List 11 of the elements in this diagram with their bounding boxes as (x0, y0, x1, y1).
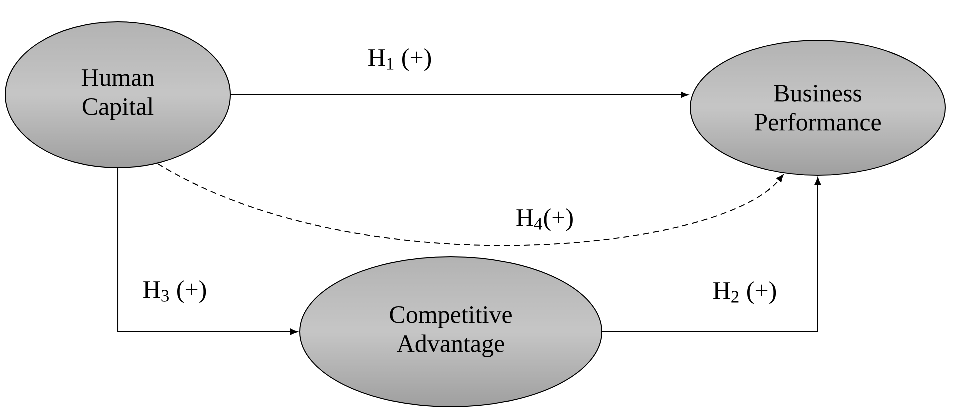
arrow (602, 177, 822, 332)
edge-label: H$_{1}$ (+) (366, 46, 434, 74)
ellipse-node: Competitive Advantage (300, 256, 602, 408)
arrow (230, 92, 688, 98)
arrow (118, 168, 298, 336)
ellipse-node: Human Capital (5, 22, 231, 168)
arrow (157, 163, 784, 246)
edge-label: H$_{2}$ (+) (710, 280, 780, 306)
edge-label: H$_{4}$(+) (514, 206, 576, 234)
ellipse-node: Business Performance (690, 40, 946, 176)
edge-label: H$_{3}$ (+) (140, 278, 210, 306)
